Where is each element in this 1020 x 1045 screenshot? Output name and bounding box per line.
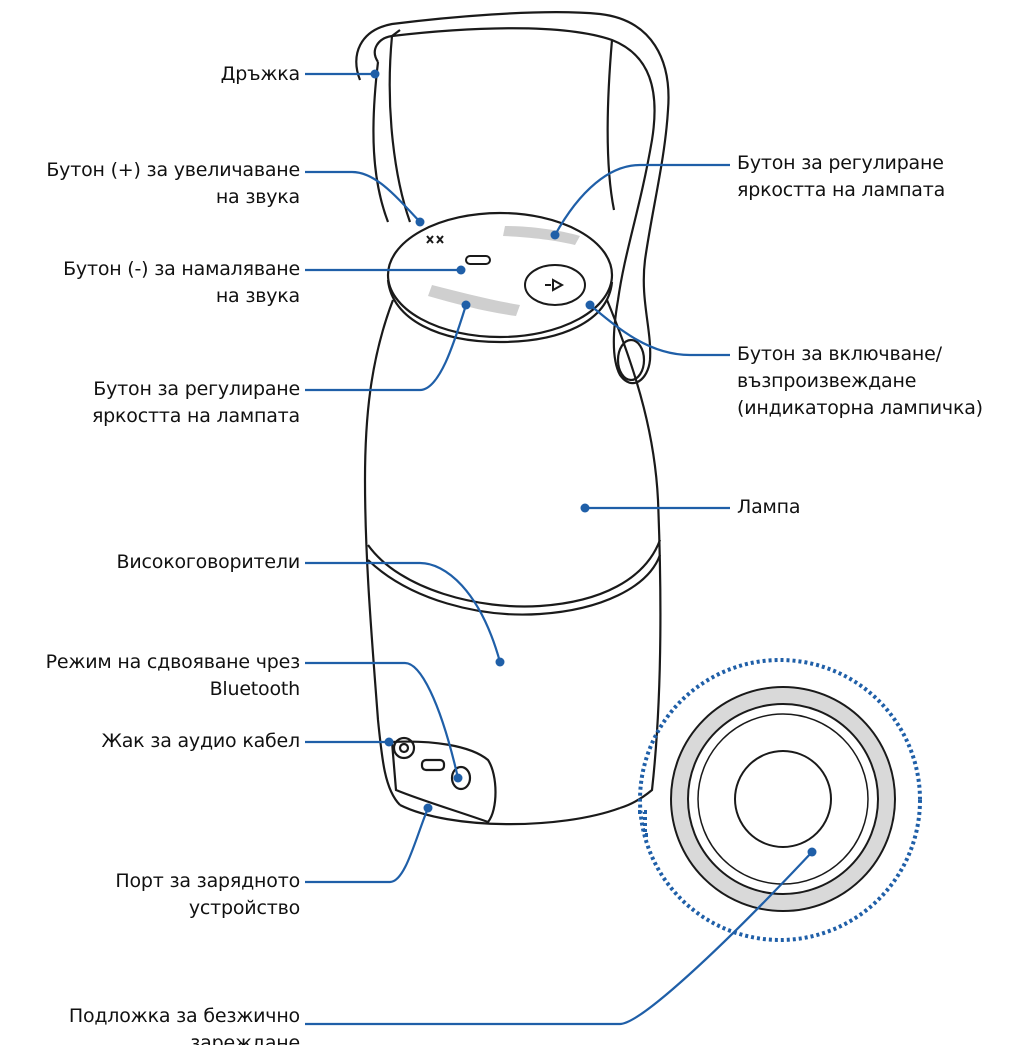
leader-dots — [370, 69, 817, 857]
label-audio-jack: Жак за аудио кабел — [101, 730, 300, 752]
wireless-base — [638, 658, 922, 942]
dot-charge-port — [423, 803, 433, 813]
label-wireless-pad: Подложка за безжично зареждане — [68, 1005, 300, 1045]
dot-vol-up — [415, 217, 425, 227]
label-charge-port: Порт за зарядното устройство — [115, 870, 300, 919]
label-brightness-left: Бутон за регулиране яркостта на лампата — [91, 378, 300, 427]
dot-vol-down — [456, 265, 466, 275]
dot-lamp — [580, 503, 590, 513]
label-brightness-right: Бутон за регулиране яркостта на лампата — [737, 152, 946, 201]
dot-wireless-pad — [807, 847, 817, 857]
dot-speakers — [495, 657, 505, 667]
dot-brightness-left — [461, 300, 471, 310]
label-volume-up: Бутон (+) за увеличаване на звука — [46, 159, 300, 208]
leader-lines — [305, 72, 813, 1026]
speaker-body — [363, 211, 662, 826]
handle-strap — [355, 11, 670, 385]
brightness-pads — [428, 226, 580, 316]
label-bluetooth-pairing: Режим на сдвояване чрез Bluetooth — [45, 651, 301, 700]
dot-brightness-right — [550, 230, 560, 240]
dot-power-play — [585, 300, 595, 310]
dot-jack — [384, 737, 394, 747]
label-handle: Дръжка — [220, 63, 301, 85]
top-controls — [426, 235, 586, 306]
dot-bt — [453, 773, 463, 783]
label-lamp: Лампа — [737, 496, 801, 518]
dot-handle — [370, 69, 380, 79]
label-power-play: Бутон за включване/ възпроизвеждане (инд… — [737, 343, 983, 419]
label-speakers: Високоговорители — [116, 551, 301, 573]
label-volume-down: Бутон (-) за намаляване на звука — [63, 258, 300, 307]
